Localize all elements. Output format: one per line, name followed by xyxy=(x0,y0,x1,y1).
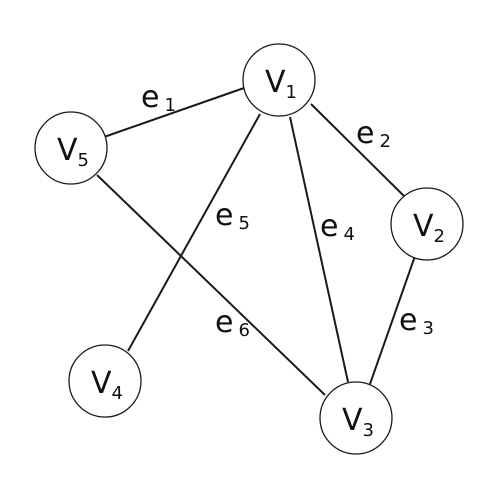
edge-line-e6 xyxy=(96,174,326,396)
vertex-v3: V3 xyxy=(319,381,393,455)
vertex-label-v3: V3 xyxy=(342,403,374,441)
vertex-v1: V1 xyxy=(242,43,316,117)
edge-line-e2 xyxy=(310,103,406,198)
vertex-label-v2: V2 xyxy=(413,209,445,247)
vertex-label-v1: V1 xyxy=(265,65,297,103)
vertex-label-v5: V5 xyxy=(57,133,89,171)
vertex-label-v4: V4 xyxy=(91,366,123,404)
edge-line-e5 xyxy=(127,113,261,352)
edge-line-e4 xyxy=(289,116,349,383)
vertex-v2: V2 xyxy=(390,187,464,261)
vertex-v5: V5 xyxy=(34,111,108,185)
vertex-v4: V4 xyxy=(68,344,142,418)
edge-line-e1 xyxy=(103,87,245,138)
edge-line-e3 xyxy=(369,255,416,385)
